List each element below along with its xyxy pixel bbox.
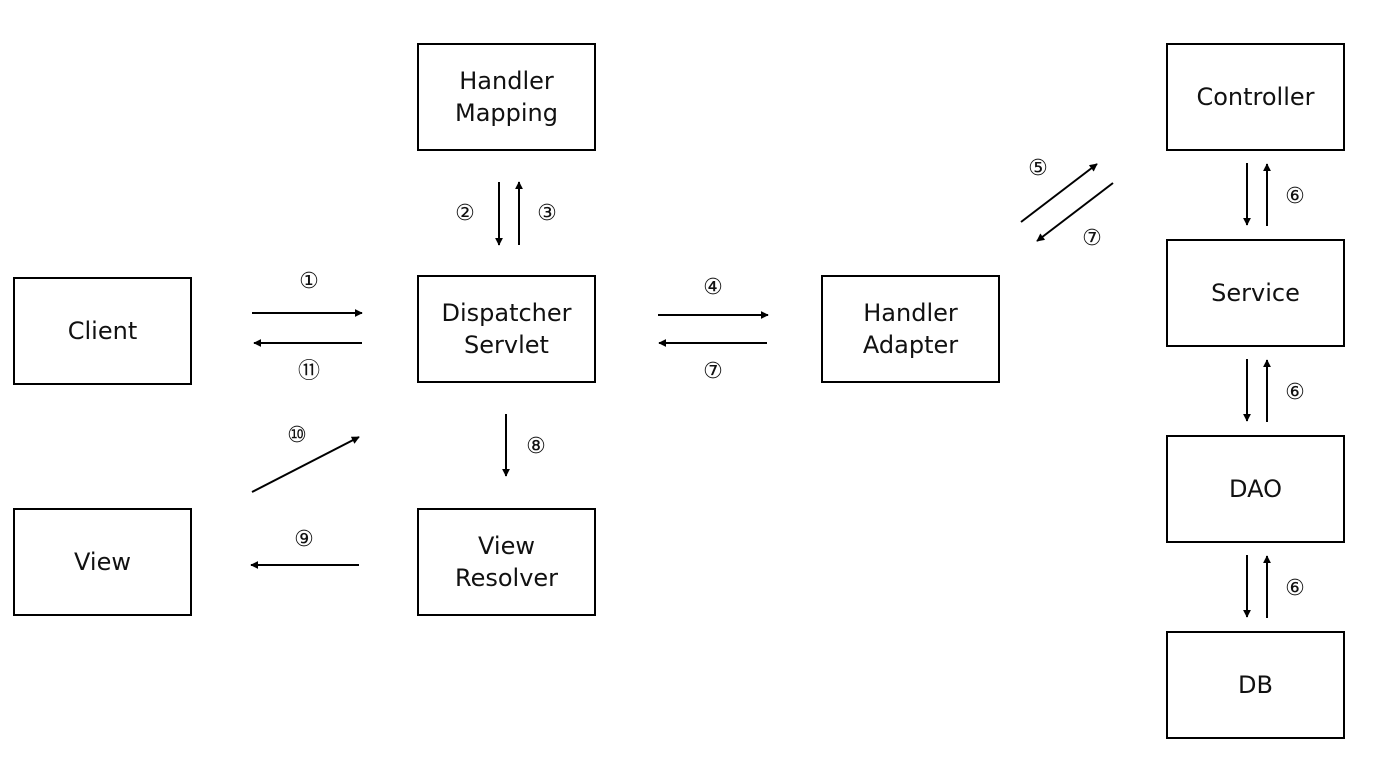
handler-adapter-label-line2: Adapter: [862, 331, 959, 359]
dao-label: DAO: [1229, 475, 1282, 503]
handler-mapping-label-line1: Handler: [459, 67, 554, 95]
arrow-7-controller-to-adapter: [1036, 182, 1114, 242]
step-label-7-upper: ⑦: [1082, 226, 1102, 251]
view-box: View: [13, 508, 192, 616]
controller-box: Controller: [1166, 43, 1345, 151]
step-label-6-controller-service: ⑥: [1285, 184, 1305, 209]
dispatcher-servlet-label-line1: Dispatcher: [441, 299, 572, 327]
handler-mapping-box: Handler Mapping: [417, 43, 596, 151]
step-label-6-dao-db: ⑥: [1285, 576, 1305, 601]
step-label-10: ⑩: [287, 423, 307, 448]
arrow-10-view-to-dispatcher: [251, 436, 360, 493]
db-label: DB: [1238, 671, 1273, 699]
step-label-11: ⑪: [297, 359, 320, 384]
client-label: Client: [67, 317, 138, 345]
handler-mapping-label-line2: Mapping: [455, 99, 558, 127]
arrow-5-adapter-to-controller: [1020, 163, 1098, 223]
service-box: Service: [1166, 239, 1345, 347]
step-label-7-lower: ⑦: [703, 359, 723, 384]
step-label-2: ②: [455, 201, 475, 226]
service-label: Service: [1211, 279, 1300, 307]
client-box: Client: [13, 277, 192, 385]
dispatcher-servlet-box: Dispatcher Servlet: [417, 275, 596, 383]
view-resolver-box: View Resolver: [417, 508, 596, 616]
step-label-8: ⑧: [526, 434, 546, 459]
controller-label: Controller: [1196, 83, 1315, 111]
step-label-9: ⑨: [294, 527, 314, 552]
view-label: View: [74, 548, 131, 576]
handler-adapter-box: Handler Adapter: [821, 275, 1000, 383]
view-resolver-label-line2: Resolver: [454, 564, 559, 592]
db-box: DB: [1166, 631, 1345, 739]
step-label-1: ①: [299, 269, 319, 294]
step-label-4: ④: [703, 275, 723, 300]
step-label-6-service-dao: ⑥: [1285, 380, 1305, 405]
dao-box: DAO: [1166, 435, 1345, 543]
dispatcher-servlet-label-line2: Servlet: [464, 331, 549, 359]
step-label-3: ③: [537, 201, 557, 226]
step-label-5: ⑤: [1028, 156, 1048, 181]
handler-adapter-label-line1: Handler: [863, 299, 958, 327]
view-resolver-label-line1: View: [478, 532, 535, 560]
